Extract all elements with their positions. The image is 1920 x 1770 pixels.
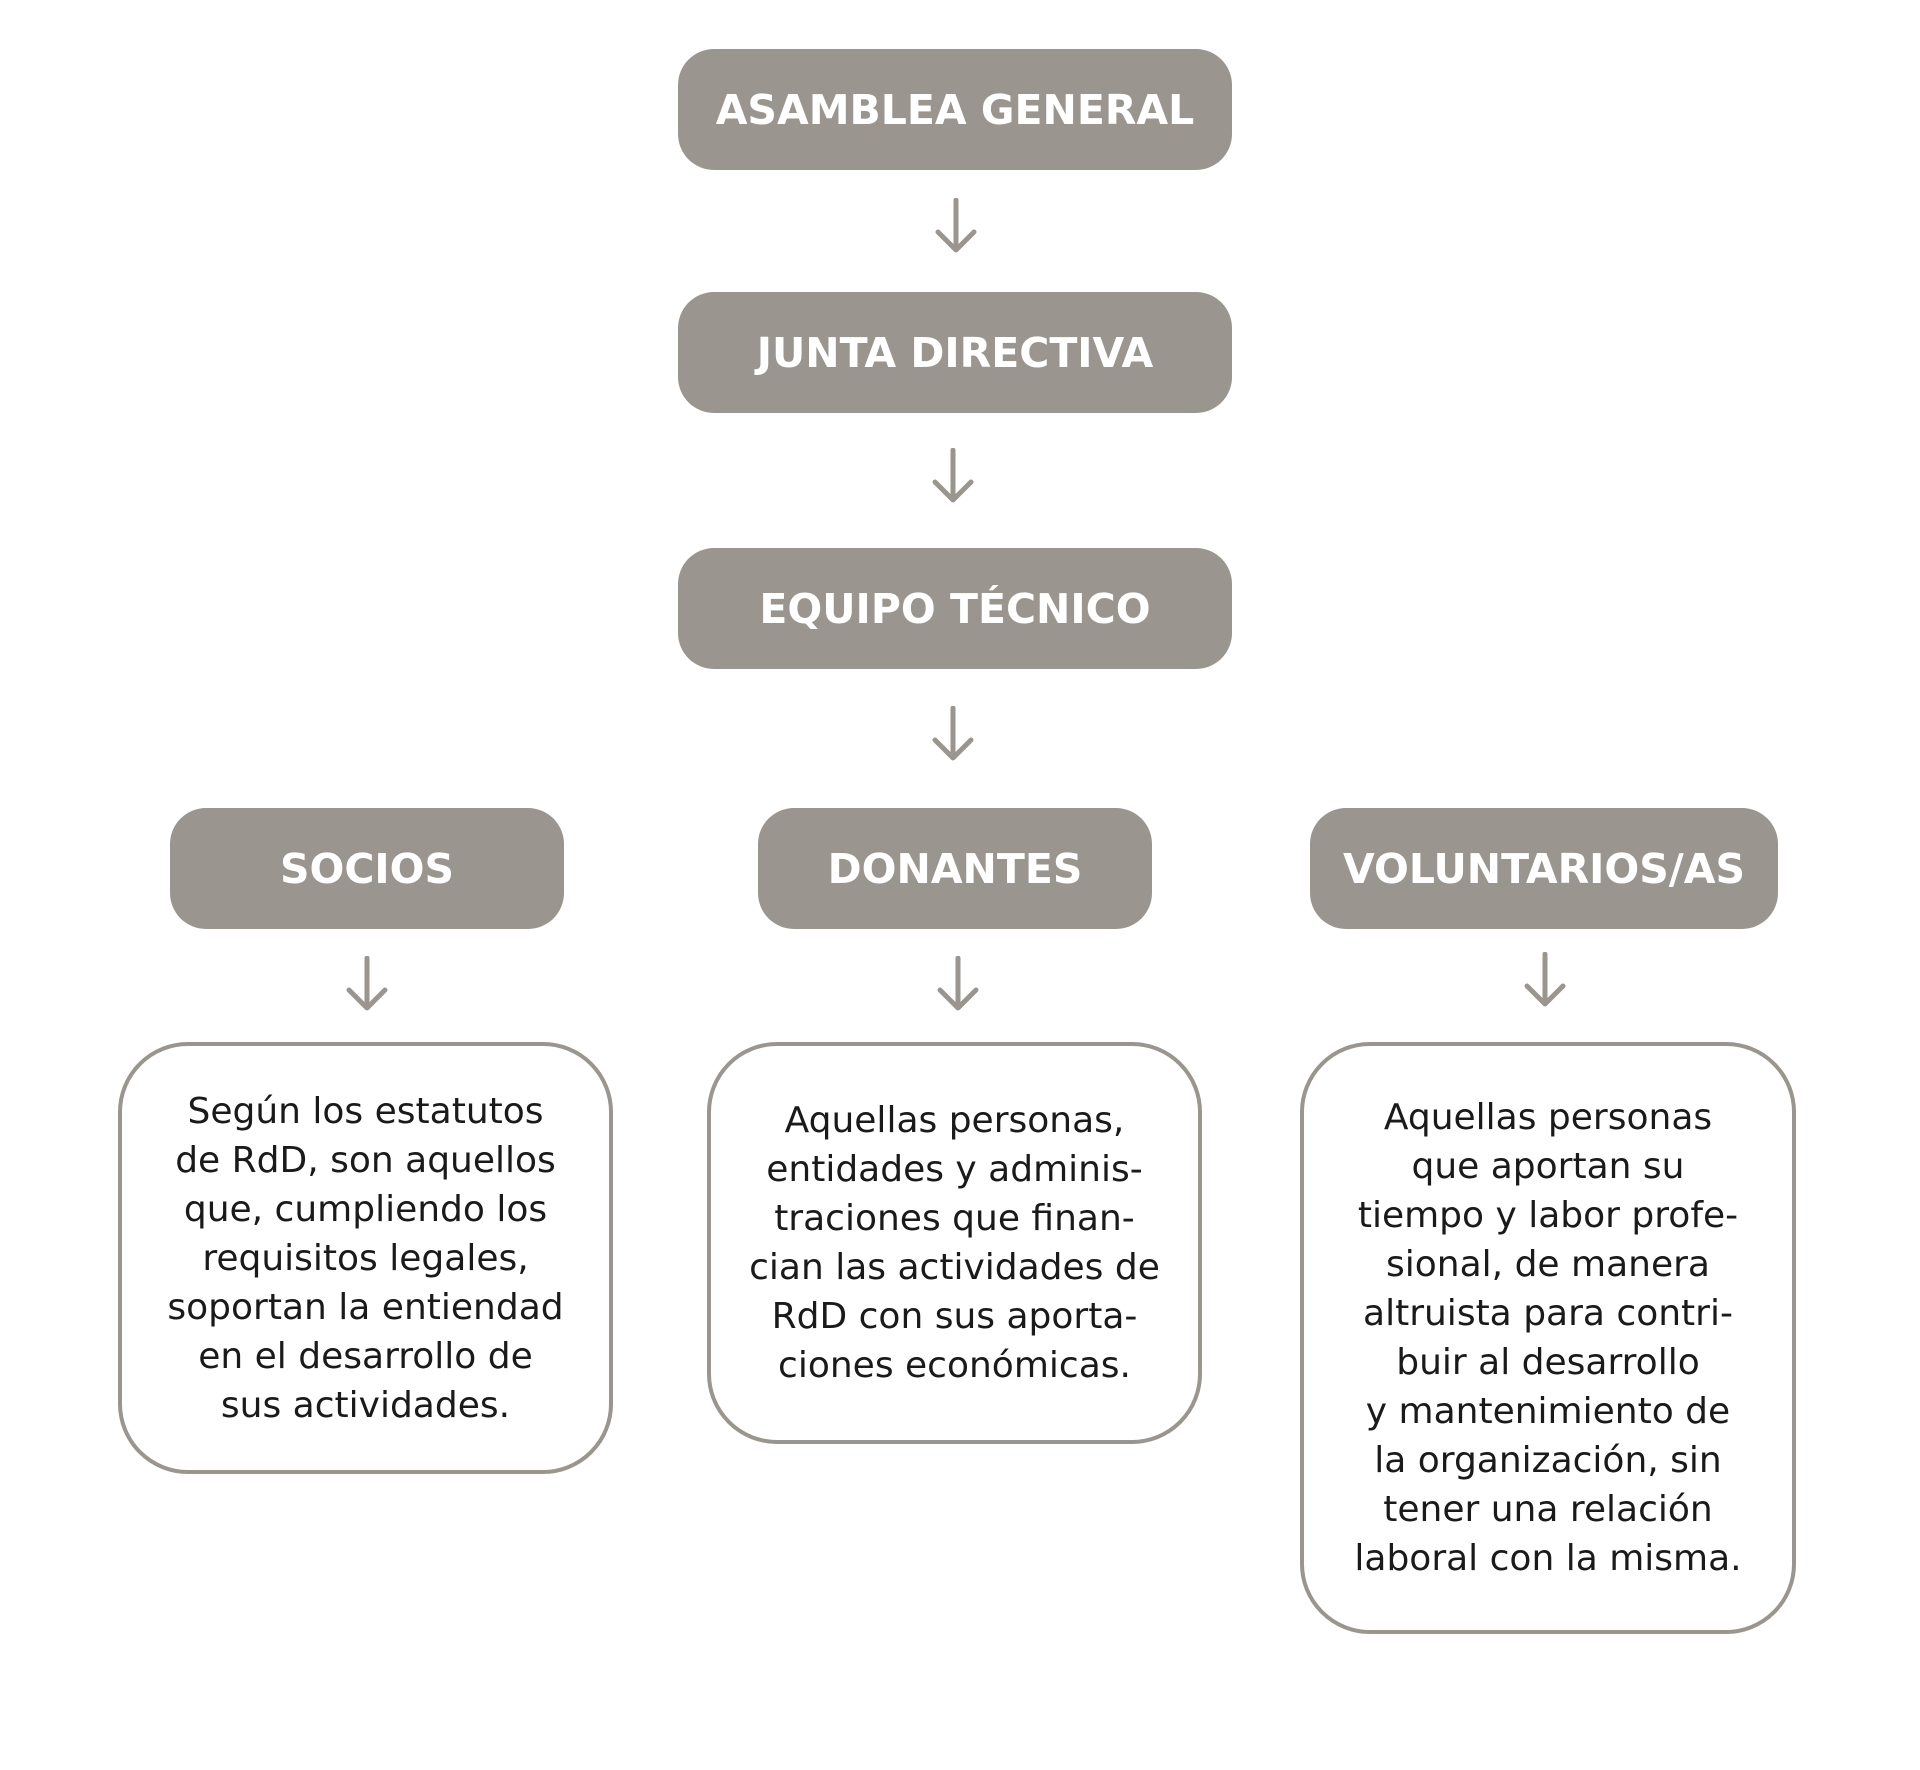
node-donantes: DONANTES — [758, 808, 1152, 929]
down-arrow-icon — [931, 706, 975, 762]
node-junta-directiva: JUNTA DIRECTIVA — [678, 292, 1232, 413]
description-box-socios: Según los estatutos de RdD, son aquellos… — [118, 1042, 613, 1474]
node-equipo-tecnico-label: EQUIPO TÉCNICO — [759, 584, 1151, 633]
node-voluntarios: VOLUNTARIOS/AS — [1310, 808, 1778, 929]
node-equipo-tecnico: EQUIPO TÉCNICO — [678, 548, 1232, 669]
node-asamblea-general-label: ASAMBLEA GENERAL — [715, 85, 1195, 134]
node-socios: SOCIOS — [170, 808, 564, 929]
description-box-voluntarios: Aquellas personas que aportan su tiempo … — [1300, 1042, 1796, 1634]
down-arrow-icon — [931, 448, 975, 504]
node-donantes-label: DONANTES — [827, 844, 1083, 893]
down-arrow-icon — [934, 198, 978, 254]
node-voluntarios-label: VOLUNTARIOS/AS — [1342, 844, 1746, 893]
description-text-donantes: Aquellas personas, entidades y adminis- … — [749, 1100, 1160, 1386]
node-asamblea-general: ASAMBLEA GENERAL — [678, 49, 1232, 170]
node-socios-label: SOCIOS — [279, 844, 455, 893]
description-text-voluntarios: Aquellas personas que aportan su tiempo … — [1354, 1097, 1742, 1579]
down-arrow-icon — [936, 956, 980, 1012]
down-arrow-icon — [1523, 952, 1567, 1008]
description-text-socios: Según los estatutos de RdD, son aquellos… — [167, 1090, 564, 1426]
down-arrow-icon — [345, 956, 389, 1012]
description-box-donantes: Aquellas personas, entidades y adminis- … — [707, 1042, 1202, 1444]
node-junta-directiva-label: JUNTA DIRECTIVA — [756, 328, 1154, 377]
